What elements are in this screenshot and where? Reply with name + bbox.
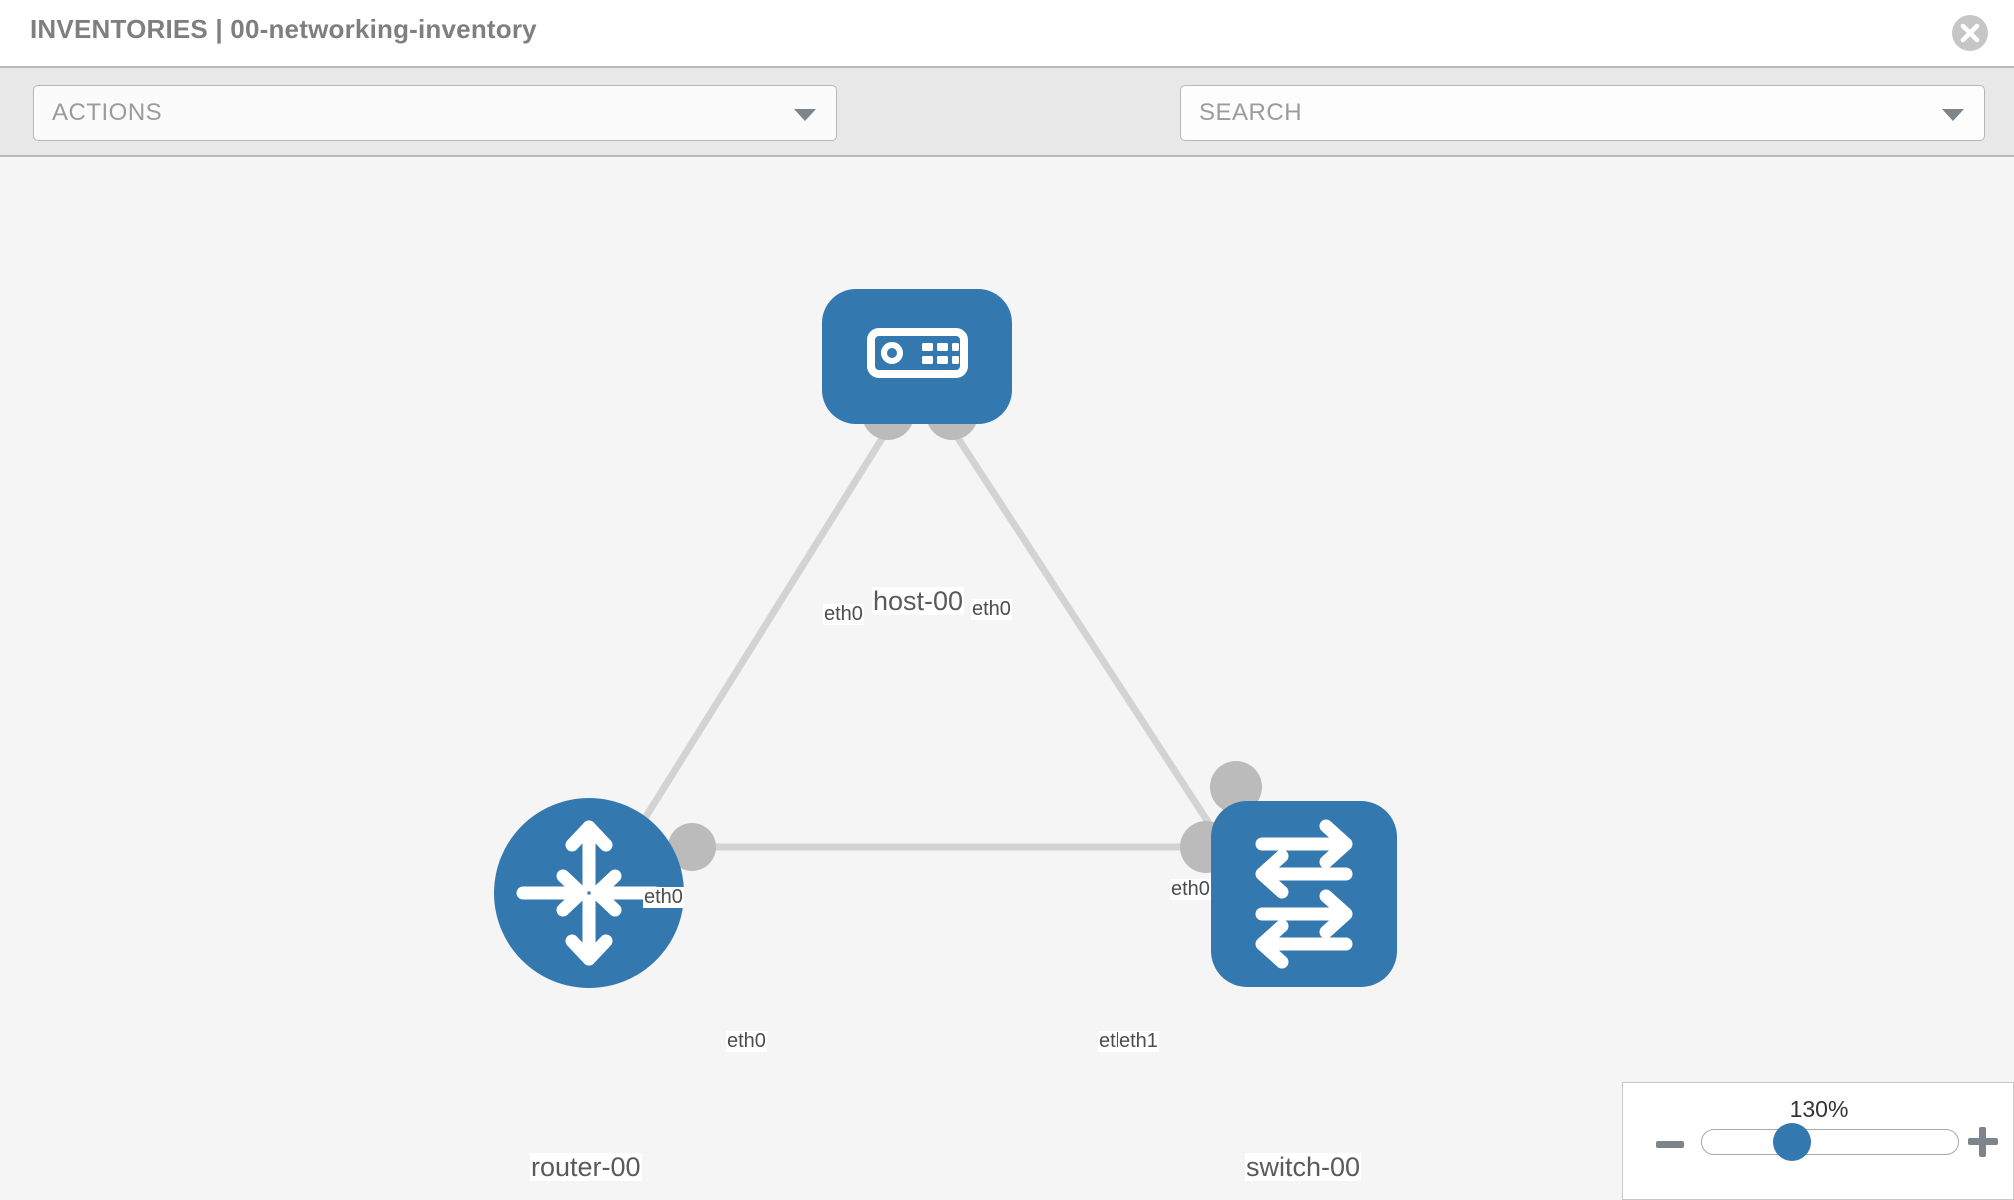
host-icon [867,328,968,378]
zoom-slider-track[interactable] [1701,1129,1959,1155]
zoom-out-button[interactable] [1656,1141,1684,1148]
search-field[interactable] [1180,85,1985,141]
actions-dropdown[interactable]: ACTIONS [33,85,837,141]
node-label-switch-00: switch-00 [1245,1152,1362,1182]
node-host-00[interactable] [822,289,1012,424]
iface-label: eth0 [823,603,864,625]
search-input[interactable] [1197,86,1917,140]
port-switch00-eth0 [1210,761,1262,813]
toolbar: ACTIONS [0,68,2014,197]
page-header: INVENTORIES | 00-networking-inventory [0,0,2014,68]
zoom-in-button[interactable] [1968,1127,1998,1157]
chevron-down-icon [794,109,816,121]
port-group [668,388,1262,873]
node-switch-00[interactable] [1211,801,1397,987]
link-host00-router00 [608,425,892,875]
topology-canvas[interactable]: eth0 eth0 eth0 eth0 eth0 eth0 eth1 host-… [0,159,2014,1200]
page-title: INVENTORIES | 00-networking-inventory [30,14,537,44]
node-label-router-00: router-00 [530,1152,642,1182]
actions-dropdown-label: ACTIONS [52,99,163,126]
chevron-down-icon[interactable] [1942,109,1964,121]
iface-label: eth0 [1170,878,1211,900]
link-group [608,425,1244,875]
close-icon[interactable] [1951,14,1989,52]
port-router00-eth0 [668,823,716,871]
switch-icon [1255,819,1353,969]
iface-label: eth0 [971,598,1012,620]
zoom-control-panel: 130% [1622,1082,2014,1200]
iface-label: eth1 [1118,1030,1159,1052]
iface-label: eth0 [643,886,684,908]
zoom-level-value: 130% [1789,1096,1849,1122]
topology-graph [494,289,1397,988]
zoom-slider-thumb[interactable] [1773,1123,1811,1161]
iface-label: eth0 [726,1030,767,1052]
node-label-host-00: host-00 [872,586,965,616]
link-host00-switch00 [948,425,1244,875]
